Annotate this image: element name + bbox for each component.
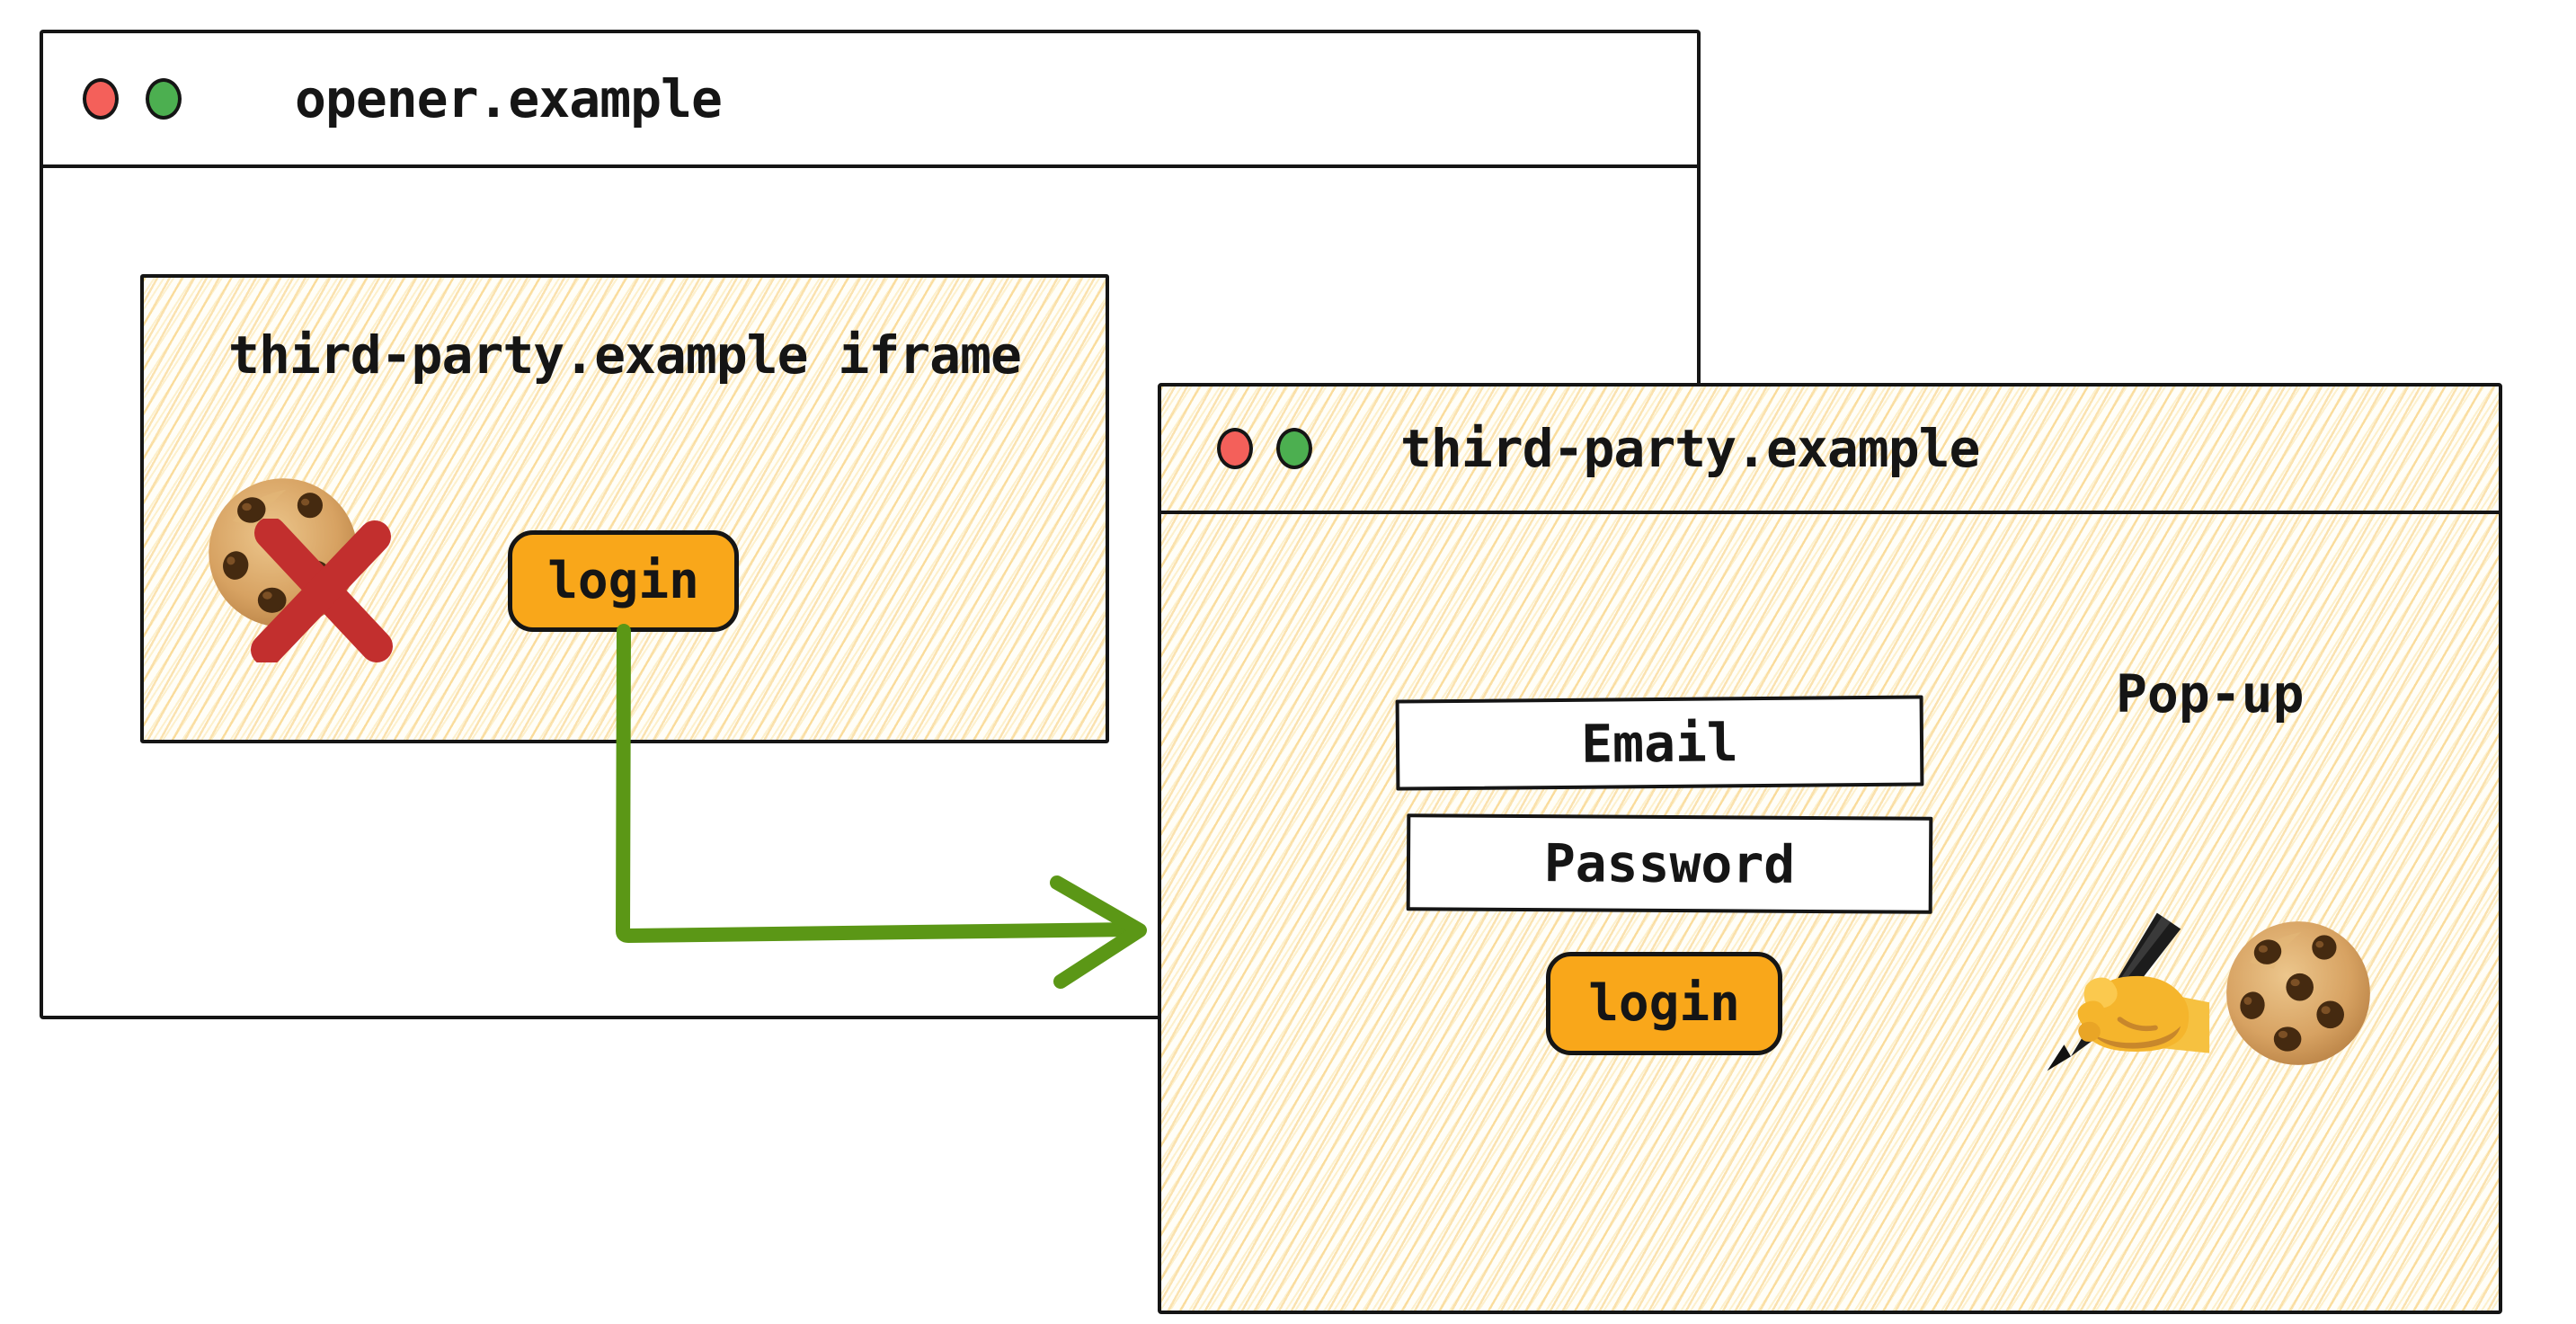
traffic-light-close-icon[interactable] bbox=[1217, 428, 1253, 469]
iframe-title: third-party.example iframe bbox=[228, 324, 1022, 386]
writing-hand-icon bbox=[2047, 912, 2210, 1071]
iframe-login-button[interactable]: login bbox=[508, 530, 739, 632]
popup-window: third-party.example Pop-up Email Passwor… bbox=[1158, 383, 2502, 1314]
popup-label: Pop-up bbox=[2116, 663, 2305, 724]
traffic-light-minimize-icon[interactable] bbox=[146, 78, 182, 120]
popup-titlebar: third-party.example bbox=[1161, 387, 2499, 514]
popup-login-button[interactable]: login bbox=[1546, 952, 1782, 1055]
password-field[interactable]: Password bbox=[1406, 813, 1933, 914]
traffic-light-minimize-icon[interactable] bbox=[1276, 428, 1312, 469]
email-field[interactable]: Email bbox=[1395, 695, 1924, 791]
popup-window-title: third-party.example bbox=[1400, 418, 1980, 479]
blocked-x-icon bbox=[251, 519, 393, 662]
opener-titlebar: opener.example bbox=[43, 33, 1697, 168]
popup-body: Pop-up Email Password login bbox=[1161, 514, 2499, 1311]
third-party-iframe: third-party.example iframe login bbox=[140, 274, 1109, 743]
opener-window-title: opener.example bbox=[295, 68, 723, 129]
cookie-icon bbox=[2226, 921, 2370, 1065]
traffic-light-close-icon[interactable] bbox=[83, 78, 119, 120]
